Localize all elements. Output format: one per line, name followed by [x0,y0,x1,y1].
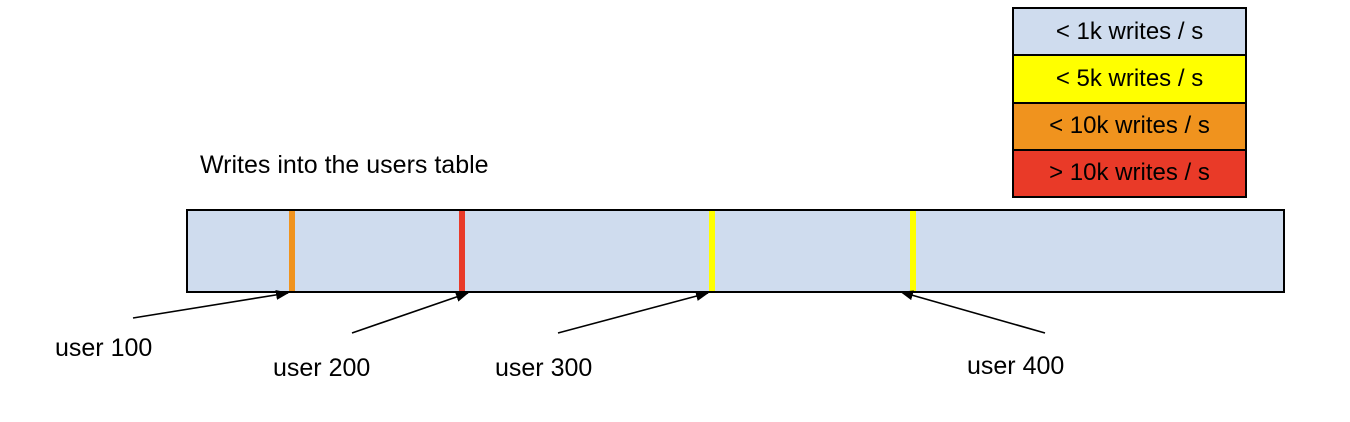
hotspot-stripe-user-100 [289,211,295,291]
users-table-bar [186,209,1285,293]
legend-item-lt-10k: < 10k writes / s [1012,103,1247,151]
hotspot-stripe-user-200 [459,211,465,291]
label-user-100: user 100 [55,334,153,362]
diagram-title: Writes into the users table [200,151,489,179]
arrow-user-300 [557,291,709,334]
arrow-user-200 [351,292,469,334]
label-user-300: user 300 [495,354,593,382]
arrow-user-100 [132,289,289,319]
label-user-400: user 400 [967,352,1065,380]
hotspot-stripe-user-400 [910,211,916,291]
arrow-user-400 [900,290,1046,334]
legend-item-gt-10k: > 10k writes / s [1012,150,1247,198]
legend-item-lt-5k: < 5k writes / s [1012,56,1247,104]
hotspot-stripe-user-300 [709,211,715,291]
legend-item-lt-1k: < 1k writes / s [1012,7,1247,57]
label-user-200: user 200 [273,354,371,382]
write-rate-legend: < 1k writes / s < 5k writes / s < 10k wr… [1012,7,1247,198]
